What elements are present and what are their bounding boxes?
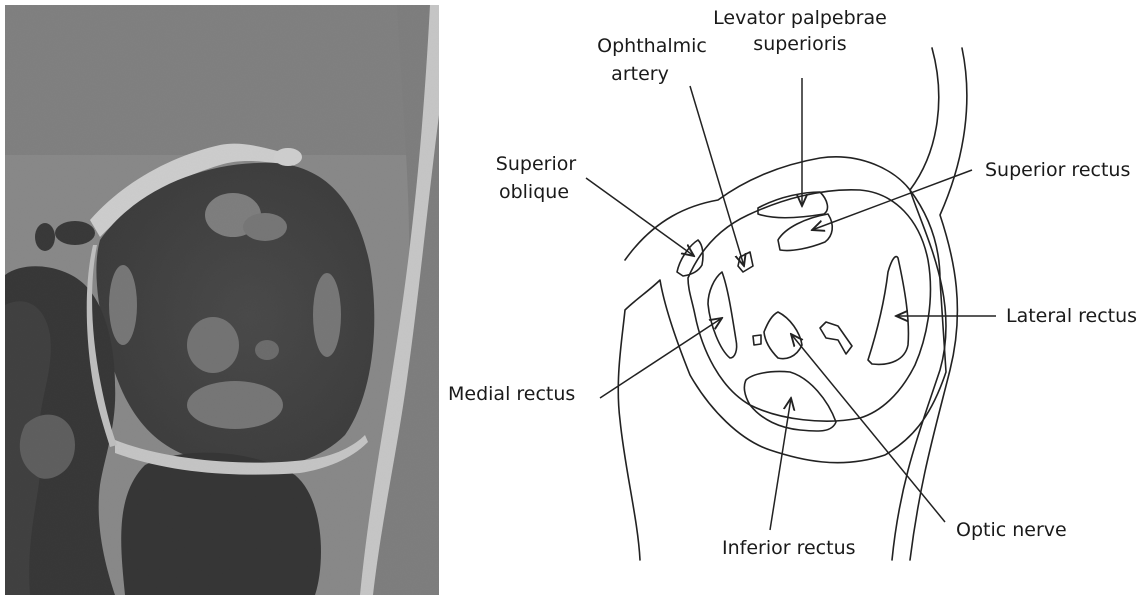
lateral-small-structure-shape xyxy=(820,322,852,354)
lateral-wall-outer-contour xyxy=(892,48,946,560)
superior-rectus-label: Superior rectus xyxy=(985,159,1130,181)
diagram-svg: Levator palpebrae superioris Ophthalmic … xyxy=(440,0,1137,599)
superior-rectus-leader-line xyxy=(812,170,972,230)
optic-nerve-label: Optic nerve xyxy=(956,519,1067,541)
small-vessel-shape xyxy=(753,335,761,345)
orbit-inner-outline xyxy=(688,190,930,421)
superior-oblique-leader-line xyxy=(586,178,694,256)
lateral-wall-inner-contour xyxy=(910,48,967,560)
levator-label-line1: Levator palpebrae xyxy=(713,7,887,29)
lateral-rectus-shape xyxy=(868,257,908,365)
superior-oblique-label-line1: Superior xyxy=(496,153,577,175)
levator-shape xyxy=(758,192,827,218)
inferior-rectus-label: Inferior rectus xyxy=(722,537,856,559)
medial-rectus-shape xyxy=(708,272,737,358)
medial-rectus-label: Medial rectus xyxy=(448,383,575,405)
superior-rectus-shape xyxy=(778,214,832,251)
ct-scan-svg xyxy=(5,5,439,595)
levator-label-line2: superioris xyxy=(753,33,846,55)
ophthalmic-artery-label-line1: Ophthalmic xyxy=(597,35,707,57)
anatomy-diagram: Levator palpebrae superioris Ophthalmic … xyxy=(440,0,1137,599)
ophthalmic-artery-label-line2: artery xyxy=(611,63,669,85)
optic-nerve-shape xyxy=(764,312,802,359)
ct-scan-image xyxy=(5,5,439,595)
inferior-rectus-leader-line xyxy=(770,398,791,530)
optic-nerve-leader-line xyxy=(791,334,945,522)
lateral-rectus-label: Lateral rectus xyxy=(1006,305,1137,327)
medial-rectus-leader-line xyxy=(600,318,722,398)
superior-oblique-label-line2: oblique xyxy=(499,181,569,203)
ophthalmic-artery-leader-line xyxy=(690,86,744,266)
